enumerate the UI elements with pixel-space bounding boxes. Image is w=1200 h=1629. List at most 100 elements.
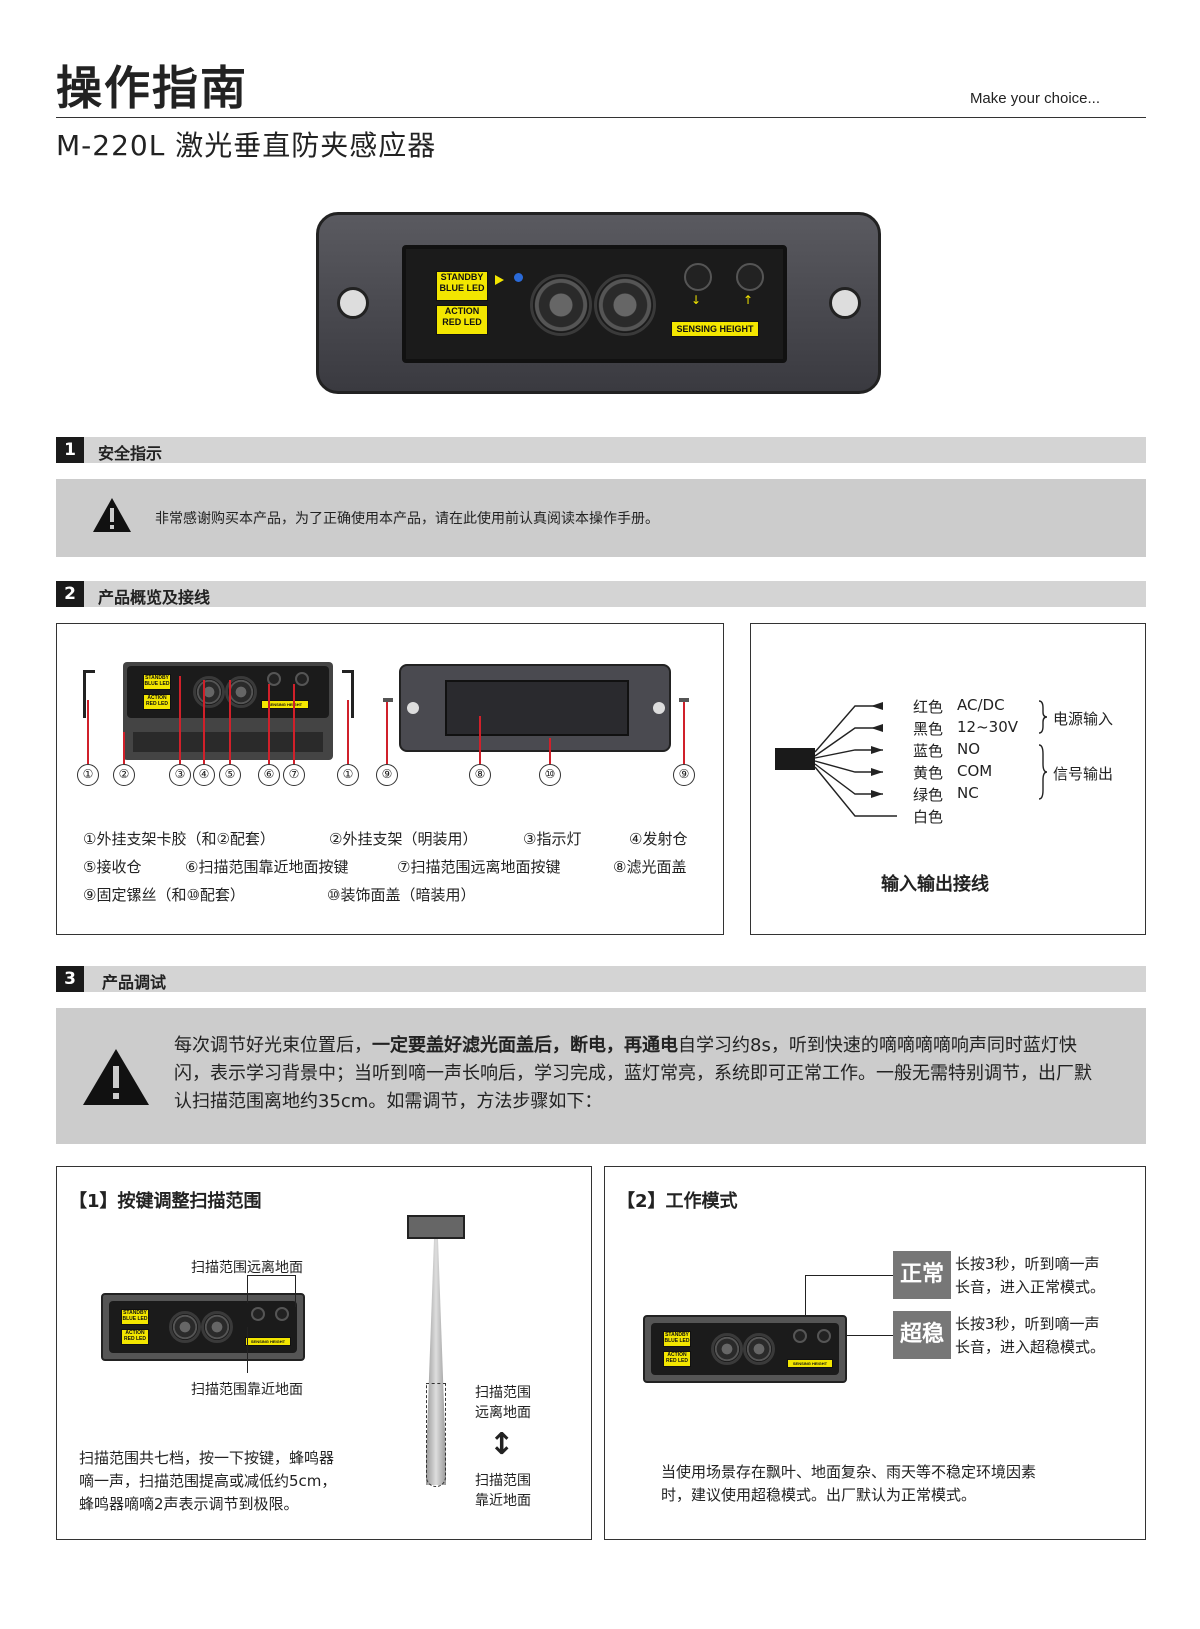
play-arrow-icon: [495, 275, 504, 285]
filter-cover: [445, 680, 629, 736]
up-down-arrow-icon: ↕: [489, 1427, 515, 1462]
blue-led-icon: [514, 273, 523, 282]
section-3-header: 3 产品调试: [56, 966, 1146, 992]
callout-4: ④: [193, 764, 215, 786]
page-title: 操作指南: [56, 61, 248, 115]
stable-mode-text: 长按3秒，听到嘀一声长音，进入超稳模式。: [955, 1315, 1106, 1356]
wire-yellow-color: 黄色: [913, 764, 944, 782]
panel-2-desc-line-2: 时，建议使用超稳模式。出厂默认为正常模式。: [661, 1486, 977, 1504]
range-far-label: 扫描范围远离地面: [475, 1385, 531, 1421]
warning-icon: [83, 1049, 149, 1105]
legend-item-4: ④发射仓: [629, 830, 688, 848]
callout-9a: ⑨: [376, 764, 398, 786]
section-2-label: 产品概览及接线: [98, 588, 211, 607]
sensing-far-button[interactable]: [736, 263, 764, 291]
legend-item-3: ③指示灯: [523, 830, 582, 848]
panel-1-desc-line-1: 扫描范围共七档，按一下按键，蜂鸣器: [79, 1449, 335, 1467]
power-input-label: 电源输入: [1053, 710, 1114, 728]
near-ground-label: 扫描范围靠近地面: [191, 1382, 303, 1398]
receiver-lens: [594, 274, 656, 336]
far-ground-label: 扫描范围远离地面: [191, 1260, 303, 1276]
callout-2: ②: [113, 764, 135, 786]
legend-item-7: ⑦扫描范围远离地面按键: [397, 858, 561, 876]
adjust-notice-box: 每次调节好光束位置后，一定要盖好滤光面盖后，断电，再通电自学习约8s，听到快速的…: [56, 1008, 1146, 1144]
legend-item-9: ⑨固定镙丝（和⑩配套）: [83, 886, 245, 904]
section-2-header: 2 产品概览及接线: [56, 581, 1146, 607]
sensing-height-label: SENSING HEIGHT: [671, 321, 759, 337]
down-arrow-icon: ↓: [691, 293, 702, 307]
panel-2-title: 【2】工作模式: [617, 1191, 738, 1212]
decorative-cover: [399, 664, 671, 752]
callout-9b: ⑨: [673, 764, 695, 786]
sensing-near-button[interactable]: [684, 263, 712, 291]
callout-10: ⑩: [539, 764, 561, 786]
signal-output-label: 信号输出: [1053, 765, 1114, 783]
section-3-number: 3: [56, 966, 84, 992]
panel-1-desc: 扫描范围共七档，按一下按键，蜂鸣器 嘀一声，扫描范围提高或减低约5cm， 蜂鸣器…: [79, 1447, 336, 1516]
wire-green-color: 绿色: [913, 786, 944, 804]
callout-3: ③: [169, 764, 191, 786]
safety-notice-box: 非常感谢购买本产品，为了正确使用本产品，请在此使用前认真阅读本操作手册。: [56, 479, 1146, 557]
range-near-label: 扫描范围靠近地面: [475, 1473, 531, 1509]
normal-mode-text: 长按3秒，听到嘀一声长音，进入正常模式。: [955, 1255, 1106, 1296]
normal-mode-tag: 正常: [893, 1251, 951, 1299]
panel-2-desc: 当使用场景存在飘叶、地面复杂、雨天等不稳定环境因素 时，建议使用超稳模式。出厂默…: [661, 1461, 1036, 1507]
tagline: Make your choice...: [969, 90, 1100, 107]
work-mode-panel: 【2】工作模式 正常 长按3秒，听到嘀一声长音，进入正常模式。 超稳 长按3秒，…: [604, 1166, 1146, 1540]
legend-item-1: ①外挂支架卡胶（和②配套）: [83, 830, 275, 848]
panel-1-title: 【1】按键调整扫描范围: [69, 1191, 262, 1212]
section-3-label: 产品调试: [102, 973, 167, 992]
legend-item-6: ⑥扫描范围靠近地面按键: [185, 858, 349, 876]
section-1-label: 安全指示: [98, 444, 163, 463]
safety-notice-text: 非常感谢购买本产品，为了正确使用本产品，请在此使用前认真阅读本操作手册。: [155, 511, 659, 527]
wire-blue-color: 蓝色: [913, 742, 944, 760]
emitter-lens: [530, 274, 592, 336]
blue-led-label: BLUE LED: [439, 282, 485, 293]
screw-left-icon: [383, 698, 393, 702]
callout-8: ⑧: [469, 764, 491, 786]
wire-red-value: AC/DC: [957, 696, 1005, 714]
section-2-number: 2: [56, 581, 84, 607]
adjust-notice-post: 自学习约8s，听到快速的嘀嘀嘀嘀响声同时蓝灯快闪，表示学习背景中；当听到嘀一声长…: [174, 1035, 1092, 1112]
wire-yellow-value: COM: [957, 762, 993, 780]
page-subtitle: M-220L 激光垂直防夹感应器: [56, 129, 437, 162]
wiring-diagram: [775, 700, 1048, 817]
legend-item-10: ⑩装饰面盖（暗装用）: [327, 886, 476, 904]
up-arrow-icon: ↑: [743, 293, 754, 307]
mount-hole-left: [337, 287, 369, 319]
section-1-header: 1 安全指示: [56, 437, 1146, 463]
wire-black-color: 黑色: [913, 720, 944, 738]
header-divider: [56, 117, 1146, 118]
wire-black-value: 12~30V: [957, 718, 1019, 736]
panel-1-desc-line-2: 嘀一声，扫描范围提高或减低约5cm，: [79, 1472, 337, 1490]
legend-item-5: ⑤接收仓: [83, 858, 142, 876]
adjust-notice-pre: 每次调节好光束位置后，: [174, 1035, 372, 1056]
mount-hole-right: [829, 287, 861, 319]
callout-1b: ①: [337, 764, 359, 786]
legend-item-2: ②外挂支架（明装用）: [329, 830, 478, 848]
adjust-notice-text: 每次调节好光束位置后，一定要盖好滤光面盖后，断电，再通电自学习约8s，听到快速的…: [174, 1032, 1094, 1116]
callout-1a: ①: [77, 764, 99, 786]
action-label: ACTION: [444, 306, 480, 316]
callout-7: ⑦: [283, 764, 305, 786]
panel-2-desc-line-1: 当使用场景存在飘叶、地面复杂、雨天等不稳定环境因素: [661, 1463, 1037, 1481]
callout-5: ⑤: [219, 764, 241, 786]
wire-white-color: 白色: [913, 808, 944, 826]
wire-green-value: NC: [957, 784, 979, 802]
stable-mode-tag: 超稳: [893, 1311, 951, 1359]
wiring-panel: 红色 AC/DC 黑色 12~30V 蓝色 NO 黄色 COM 绿色 NC 白色…: [750, 623, 1146, 935]
wiring-caption: 输入输出接线: [881, 874, 989, 895]
callout-6: ⑥: [258, 764, 280, 786]
adjust-notice-bold: 一定要盖好滤光面盖后，断电，再通电: [372, 1035, 678, 1056]
bracket-clip-right: [342, 670, 354, 718]
legend-item-8: ⑧滤光面盖: [613, 858, 687, 876]
bracket-clip-left: [83, 670, 95, 718]
panel-1-desc-line-3: 蜂鸣器嘀嘀2声表示调节到极限。: [79, 1495, 299, 1513]
beam-mount: [407, 1215, 465, 1239]
